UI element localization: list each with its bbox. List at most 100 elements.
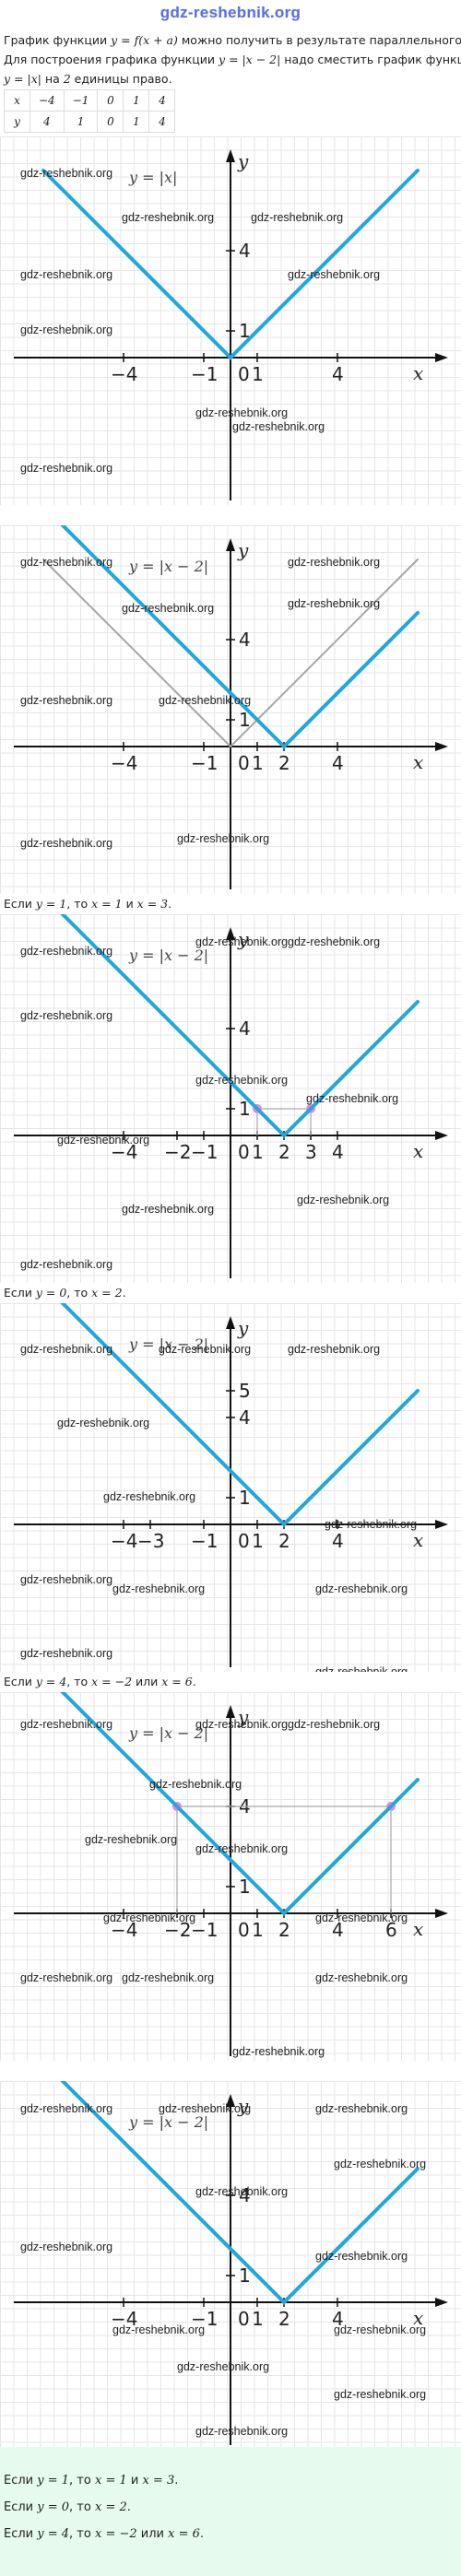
watermark: gdz-reshebnik.org: [20, 837, 112, 850]
x-tick-label: 0: [238, 363, 250, 385]
watermark: gdz-reshebnik.org: [122, 1971, 214, 1984]
y-axis-arrow: [226, 2094, 235, 2107]
y-axis-arrow: [226, 538, 235, 551]
y-axis-arrow: [226, 1316, 235, 1329]
watermark: gdz-reshebnik.org: [20, 1009, 112, 1022]
function-label: y = |x − 2|: [128, 2113, 208, 2131]
summary-line-2: Если y = 0, то x = 2.: [4, 2500, 131, 2514]
x-axis-label: x: [413, 1918, 423, 1940]
table-cell: −1: [63, 89, 99, 112]
x-tick-label: 4: [332, 1141, 344, 1163]
x-tick-label: 1: [252, 1919, 264, 1941]
graph-line-abs-x-minus-2: [60, 1692, 420, 1916]
x-tick-label: 0: [238, 1530, 250, 1552]
table-cell: 4: [148, 89, 176, 112]
values-table: x −4 −1 0 1 4 y 4 1 0 1 4: [4, 89, 176, 133]
watermark: gdz-reshebnik.org: [195, 935, 288, 948]
y-tick-label: 4: [239, 629, 251, 651]
watermark: gdz-reshebnik.org: [20, 2102, 112, 2115]
graph-caption: [0, 505, 461, 525]
watermark: gdz-reshebnik.org: [159, 694, 251, 707]
x-tick-label: −3: [137, 1530, 164, 1552]
summary-line-3: Если y = 4, то x = −2 или x = 6.: [4, 2527, 205, 2541]
function-label: y = |x|: [128, 169, 177, 186]
y-tick-label: 4: [239, 240, 251, 262]
site-logo[interactable]: gdz-reshebnik.org: [160, 4, 301, 21]
watermark: gdz-reshebnik.org: [334, 2388, 426, 2401]
watermark: gdz-reshebnik.org: [306, 1092, 398, 1105]
y-axis-arrow: [226, 149, 235, 162]
watermark: gdz-reshebnik.org: [195, 1074, 288, 1087]
y-axis-arrow: [226, 1705, 235, 1718]
watermark: gdz-reshebnik.org: [232, 420, 325, 433]
x-tick-label: −4: [111, 1141, 137, 1163]
graph-caption: Если y = 1, то x = 1 и x = 3.: [4, 897, 172, 911]
watermark: gdz-reshebnik.org: [288, 556, 380, 569]
watermark: gdz-reshebnik.org: [195, 406, 288, 419]
table-cell: 0: [97, 111, 124, 133]
x-tick-label: −1: [191, 1530, 218, 1552]
y-tick-label: 4: [239, 1406, 251, 1429]
watermark: gdz-reshebnik.org: [149, 1778, 242, 1791]
table-header-y: y: [4, 111, 30, 133]
x-tick-label: −4: [111, 752, 137, 774]
y-axis-label: y: [237, 150, 249, 172]
x-tick-label: 1: [252, 752, 264, 774]
watermark: gdz-reshebnik.org: [177, 832, 269, 845]
watermark: gdz-reshebnik.org: [20, 694, 112, 707]
function-label: y = |x − 2|: [128, 947, 208, 964]
intro-line-2: Для построения графика функции y = |x − …: [4, 53, 461, 66]
x-axis-label: x: [413, 1140, 423, 1162]
y-tick-label: 4: [239, 1017, 251, 1040]
y-tick-label: 4: [239, 2184, 251, 2206]
watermark: gdz-reshebnik.org: [195, 2425, 288, 2438]
watermark: gdz-reshebnik.org: [20, 1573, 112, 1586]
y-axis-label: y: [237, 1706, 249, 1728]
watermark: gdz-reshebnik.org: [177, 2360, 269, 2373]
y-axis-arrow: [226, 927, 235, 940]
y-axis-label: y: [237, 539, 249, 561]
table-cell: 0: [97, 89, 124, 112]
watermark: gdz-reshebnik.org: [315, 1582, 408, 1595]
x-tick-label: 1: [252, 1530, 264, 1552]
watermark: gdz-reshebnik.org: [57, 1134, 149, 1147]
watermark: gdz-reshebnik.org: [315, 2250, 408, 2263]
watermark: gdz-reshebnik.org: [20, 1343, 112, 1356]
watermark: gdz-reshebnik.org: [288, 597, 380, 610]
watermark: gdz-reshebnik.org: [112, 1582, 205, 1595]
watermark: gdz-reshebnik.org: [20, 556, 112, 569]
watermark: gdz-reshebnik.org: [20, 1647, 112, 1660]
x-tick-label: 4: [332, 1919, 344, 1941]
y-axis-label: y: [237, 928, 249, 950]
watermark: gdz-reshebnik.org: [103, 1911, 195, 1924]
watermark: gdz-reshebnik.org: [112, 2323, 205, 2336]
table-row-y: y 4 1 0 1 4: [4, 111, 176, 133]
table-cell: 4: [148, 111, 176, 133]
y-axis-label: y: [237, 1317, 249, 1339]
watermark: gdz-reshebnik.org: [122, 602, 214, 615]
x-axis-arrow: [435, 1131, 448, 1140]
x-axis-label: x: [413, 1529, 423, 1551]
x-axis-label: x: [413, 751, 423, 773]
watermark: gdz-reshebnik.org: [20, 323, 112, 336]
y-tick-label: 1: [239, 1487, 251, 1509]
x-tick-label: 0: [238, 752, 250, 774]
watermark: gdz-reshebnik.org: [57, 1417, 149, 1429]
x-tick-label: −4: [111, 363, 137, 385]
x-tick-label: 0: [238, 1141, 250, 1163]
x-tick-label: 2: [278, 1141, 290, 1163]
y-tick-label: 1: [239, 1098, 251, 1120]
intro-line-1: График функции y = f(x + a) можно получи…: [4, 33, 461, 47]
x-tick-label: −4: [111, 1919, 137, 1941]
x-tick-label: 6: [385, 1919, 397, 1941]
intro-line-3: y = |x| на 2 единицы право.: [4, 72, 172, 86]
x-tick-label: 4: [332, 2308, 344, 2330]
